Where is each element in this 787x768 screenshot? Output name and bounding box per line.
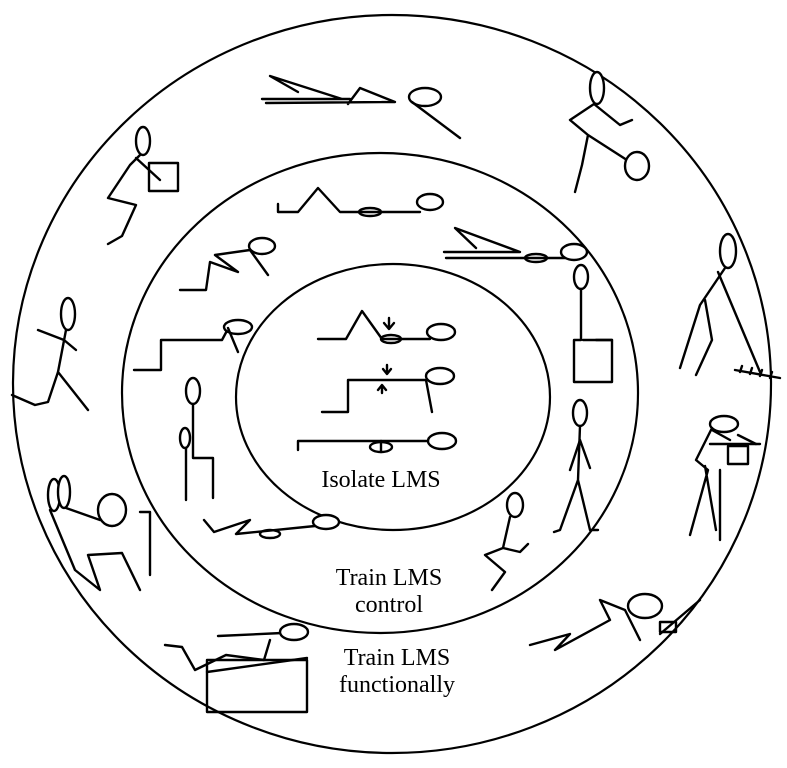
inner-figure-hips-on-step: [320, 363, 456, 414]
outer-figure-driving: [46, 474, 152, 592]
outer-figure-lifting-box: [106, 125, 180, 246]
inner-zone-label: Isolate LMS: [321, 467, 440, 493]
middle-figure-step-supine: [132, 318, 254, 372]
inner-figure-supine-flat: [296, 431, 458, 454]
outer-figure-kicking-ball: [568, 70, 651, 194]
middle-figure-wall-sit: [178, 376, 215, 502]
middle-figure-walking: [552, 398, 600, 534]
outer-figure-running: [10, 296, 90, 412]
middle-figure-supine-knees-up: [276, 186, 445, 218]
middle-zone-label-line2: control: [355, 592, 423, 618]
outer-zone-label-line2: functionally: [339, 672, 455, 698]
middle-figure-seated-chair: [572, 263, 614, 384]
outer-figure-at-desk: [688, 414, 762, 542]
outer-figure-raking: [678, 232, 782, 380]
middle-figure-supine-bottom: [202, 513, 341, 540]
middle-figure-leg-raise-right: [442, 226, 589, 264]
outer-ring: [11, 13, 773, 755]
outer-zone-label-line1: Train LMS: [344, 645, 450, 671]
middle-ring: [120, 151, 640, 635]
middle-figure-bridge: [178, 236, 277, 292]
outer-figure-reaching: [528, 592, 702, 652]
inner-ring: [234, 262, 552, 532]
middle-zone-label-line1: Train LMS: [336, 565, 442, 591]
middle-figure-squat: [483, 491, 530, 592]
outer-figure-stepping-over: [163, 622, 310, 714]
inner-figure-bent-knee-supine: [316, 309, 457, 345]
outer-figure-lying-top: [260, 74, 462, 140]
